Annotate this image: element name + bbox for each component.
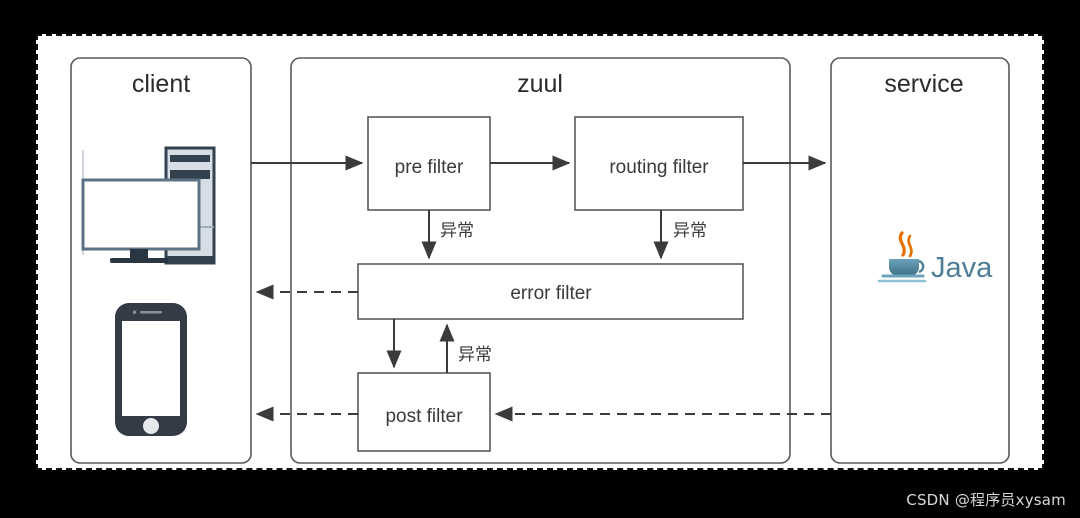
edge-label-routing-exception: 异常 xyxy=(673,221,707,241)
node-error-filter[interactable]: error filter xyxy=(357,263,744,320)
error-filter-label: error filter xyxy=(510,283,592,304)
pre-filter-box[interactable] xyxy=(367,116,491,211)
zuul-group-label: zuul xyxy=(517,70,563,98)
java-logo-text: Java xyxy=(931,252,993,284)
desktop-computer-icon xyxy=(81,146,216,265)
service-group-label: service xyxy=(884,70,963,98)
error-filter-box[interactable] xyxy=(357,263,744,320)
routing-filter-box[interactable] xyxy=(574,116,744,211)
mobile-phone-icon xyxy=(115,303,187,436)
node-routing-filter[interactable]: routing filter xyxy=(574,116,744,211)
edge-label-pre-exception: 异常 xyxy=(440,221,474,241)
client-group-label: client xyxy=(132,70,190,98)
routing-filter-label: routing filter xyxy=(609,157,709,178)
csdn-watermark: CSDN @程序员xysam xyxy=(906,491,1066,509)
pre-filter-label: pre filter xyxy=(395,157,464,178)
post-filter-label: post filter xyxy=(385,406,463,427)
java-logo-icon: Java xyxy=(877,231,993,284)
edge-label-post-exception: 异常 xyxy=(458,345,492,365)
post-filter-box[interactable] xyxy=(357,372,491,452)
node-post-filter[interactable]: post filter xyxy=(357,372,491,452)
node-pre-filter[interactable]: pre filter xyxy=(367,116,491,211)
